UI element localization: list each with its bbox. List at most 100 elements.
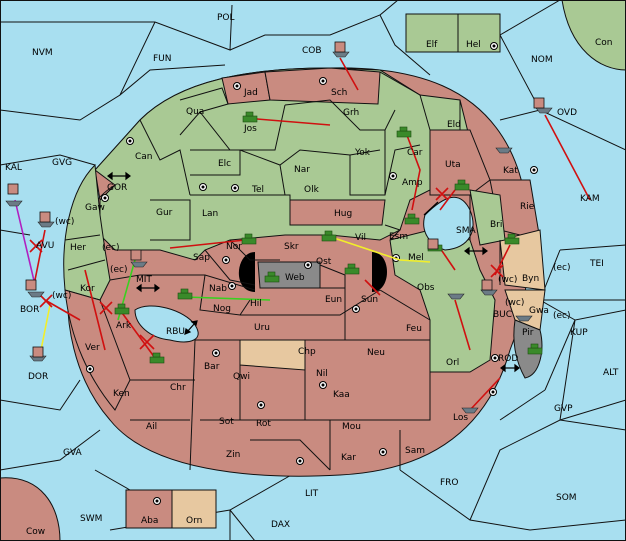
- province-label: Orl: [446, 358, 459, 368]
- unit-army-hil[interactable]: [264, 271, 280, 283]
- order-arrow: [364, 279, 381, 296]
- sea-label: COB: [302, 46, 322, 56]
- order-arrow: [169, 239, 246, 249]
- order-arrow: [84, 269, 106, 351]
- province-label: Rie: [520, 202, 535, 212]
- province-label: Bar: [204, 362, 220, 372]
- unit-fleet-bor[interactable]: [27, 291, 45, 298]
- unit-fleet-mit[interactable]: [130, 261, 148, 268]
- unit-army-bri[interactable]: [504, 233, 520, 245]
- province-label: Kar: [341, 453, 356, 463]
- province-label: Web: [285, 273, 305, 283]
- province-label: Elc: [218, 159, 231, 169]
- province-label: Olk: [304, 185, 320, 195]
- province-label: Ver: [85, 343, 100, 353]
- province-aba[interactable]: [125, 489, 173, 529]
- order-arrows: [14, 57, 591, 411]
- province-label: Uta: [445, 160, 461, 170]
- sea-label: RBU: [166, 327, 185, 337]
- province-sch[interactable]: [264, 67, 381, 105]
- unit-army-car[interactable]: [396, 126, 412, 138]
- province-label: Nor: [226, 242, 242, 252]
- unit-army-chr[interactable]: [149, 352, 165, 364]
- unit-army-sun[interactable]: [344, 263, 360, 275]
- province-label: Kor: [80, 284, 95, 294]
- unit-army-ark[interactable]: [114, 303, 130, 315]
- province-elf[interactable]: [405, 13, 459, 53]
- lake-sma: [423, 196, 474, 251]
- province-label: Sun: [361, 295, 378, 305]
- sea-label: POL: [217, 13, 235, 23]
- sea-label: KAL: [5, 163, 22, 173]
- province-label: Gwa: [529, 306, 549, 316]
- coast-tag: (ec): [553, 311, 571, 321]
- coast-tag: (wc): [55, 217, 74, 227]
- province-label: Ark: [116, 321, 132, 331]
- sea-label: GOR: [107, 183, 127, 193]
- failed-markers: [29, 187, 504, 350]
- home-markers: [7, 41, 545, 358]
- coast-tag: (ec): [553, 263, 571, 273]
- province-label: Ken: [113, 389, 130, 399]
- province-label: Obs: [417, 283, 435, 293]
- province-label: Los: [453, 413, 468, 423]
- home-marker: [25, 279, 37, 291]
- province-label: Mou: [342, 422, 361, 432]
- bay-west: [238, 252, 255, 292]
- province-label: Gaw: [85, 203, 105, 213]
- sea-label: DAX: [271, 520, 290, 530]
- order-arrow: [454, 299, 471, 351]
- province-label: Jos: [243, 124, 257, 134]
- unit-army-nor[interactable]: [241, 233, 257, 245]
- province-orn[interactable]: [171, 489, 217, 529]
- sea-label: TEI: [589, 259, 604, 269]
- province-label: Mel: [408, 253, 424, 263]
- unit-fleet-kal[interactable]: [5, 200, 23, 207]
- unit-fleet-ovd[interactable]: [535, 107, 553, 114]
- province-label: Sch: [331, 88, 347, 98]
- province-label: Nil: [316, 369, 328, 379]
- unit-fleet-gwa[interactable]: [515, 315, 533, 322]
- province-label: Tel: [251, 185, 264, 195]
- province-label: Qua: [186, 107, 204, 117]
- unit-army-esm[interactable]: [404, 213, 420, 225]
- unit-army-pir[interactable]: [527, 343, 543, 355]
- home-marker: [7, 183, 19, 195]
- unit-army-nab[interactable]: [177, 288, 193, 300]
- sea-label: GVA: [63, 448, 83, 458]
- bay-east: [372, 252, 387, 292]
- unit-army-jos[interactable]: [242, 111, 258, 123]
- province-uta[interactable]: [429, 129, 491, 196]
- province-label: Eld: [447, 120, 461, 130]
- province-label: Nar: [294, 165, 310, 175]
- unit-fleet-los[interactable]: [461, 407, 479, 414]
- unit-army-amp[interactable]: [454, 179, 470, 191]
- province-label: Esm: [389, 232, 408, 242]
- province-label: Hil: [250, 299, 262, 309]
- province-label: Pir: [522, 328, 534, 338]
- support-arrow: [324, 234, 401, 261]
- home-marker: [130, 249, 142, 261]
- land-labels: Elf Hel Jad Sch Qua Jos Grh Eld Can Car …: [26, 40, 549, 537]
- order-arrow: [544, 114, 591, 201]
- coast-tag: (wc): [52, 291, 71, 301]
- unit-army-vil[interactable]: [321, 230, 337, 242]
- province-label: Aba: [141, 516, 158, 526]
- coast-tag: (wc): [498, 275, 517, 285]
- order-arrow: [119, 309, 156, 359]
- unit-fleet-obs[interactable]: [447, 293, 465, 300]
- province-chp[interactable]: [239, 339, 306, 371]
- province-label: Lan: [202, 209, 218, 219]
- sea-label: ALT: [603, 368, 619, 378]
- sea-label: BOR: [20, 305, 39, 315]
- home-marker: [32, 346, 44, 358]
- province-label: Qwi: [233, 372, 250, 382]
- province-label: Nab: [209, 284, 227, 294]
- failed-order-marker: [139, 334, 155, 350]
- order-arrow: [34, 229, 46, 281]
- province-label: Vil: [355, 233, 366, 243]
- province-label: Nog: [213, 304, 231, 314]
- sea-label: SWM: [80, 514, 102, 524]
- unit-fleet-kat[interactable]: [495, 147, 513, 154]
- order-arrow: [404, 129, 421, 211]
